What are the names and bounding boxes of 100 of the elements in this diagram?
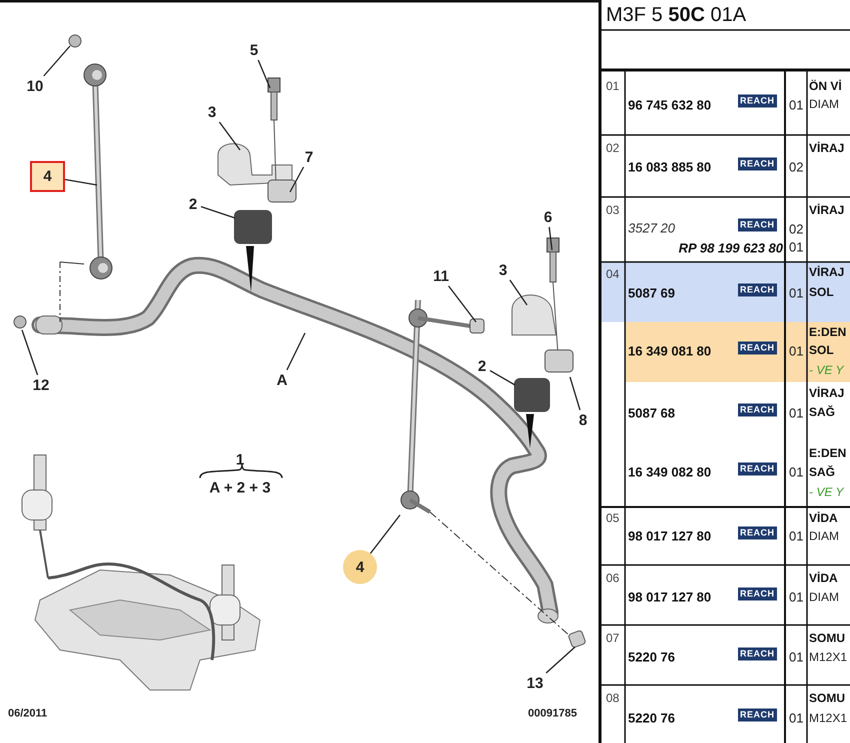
reach-badge: REACH — [738, 648, 777, 660]
description-text: VİDA — [809, 572, 838, 584]
leader-line — [370, 514, 401, 554]
highlighted-callout: 4 — [343, 550, 377, 584]
reach-badge: REACH — [738, 158, 777, 170]
quantity: 01 — [789, 466, 804, 478]
reach-badge: REACH — [738, 284, 777, 296]
callout-number: 11 — [433, 268, 449, 284]
leader-line — [509, 280, 528, 306]
reach-badge: REACH — [738, 94, 777, 108]
description-text: SOMU — [809, 692, 845, 704]
reach-badge: REACH — [738, 218, 777, 232]
leader-line — [218, 122, 241, 150]
description-text: VİRAJ — [809, 387, 844, 399]
part-number: 5087 69 — [628, 286, 675, 300]
part-number: 3527 20 — [628, 222, 675, 234]
quantity: 01 — [789, 344, 804, 358]
quantity: 01 — [789, 530, 804, 542]
row-number: 02 — [606, 142, 620, 154]
part-number: 16 349 082 80 — [628, 466, 712, 478]
quantity: 01 — [789, 650, 804, 664]
callout-number: 10 — [26, 78, 44, 94]
callout-number: 5 — [250, 42, 258, 58]
description-text: M12X1 — [809, 712, 848, 724]
leader-line — [258, 60, 271, 88]
part-number: 16 349 081 80 — [628, 344, 712, 358]
part-number: 16 083 885 80 — [628, 160, 712, 174]
quantity: 01 — [789, 406, 804, 420]
row-number: 07 — [606, 632, 620, 644]
reach-badge: REACH — [738, 526, 777, 540]
quantity: 01 — [789, 590, 804, 604]
callout-number: 12 — [32, 378, 50, 392]
description-text: SAĞ — [809, 466, 836, 478]
quantity: 02 — [789, 222, 804, 236]
part-number: 98 017 127 80 — [628, 530, 712, 542]
footer-code: 00091785 — [528, 708, 577, 720]
description-text: DIAM — [809, 530, 839, 542]
description-text: E:DEN — [809, 326, 846, 338]
part-number: 5220 76 — [628, 650, 675, 664]
part-number: 96 745 632 80 — [628, 98, 712, 112]
reach-badge: REACH — [738, 588, 777, 600]
callout-number: 7 — [304, 150, 314, 164]
part-number: RP 98 199 623 80 — [678, 242, 783, 254]
description-text: VİRAJ — [809, 142, 844, 154]
description-text: DIAM — [809, 591, 839, 603]
leader-line — [64, 178, 98, 186]
description-text: VİDA — [809, 512, 838, 524]
leader-line — [21, 330, 38, 376]
part-number: 5220 76 — [628, 712, 675, 724]
quantity: 01 — [789, 712, 804, 724]
callout-number: 2 — [478, 358, 486, 374]
reference-code: M3F 5 50C 01A — [606, 5, 746, 25]
leader-line — [490, 370, 516, 386]
row-number: 08 — [606, 692, 620, 704]
leader-line — [200, 206, 236, 219]
row-number: 03 — [606, 204, 620, 216]
callout-number: 6 — [544, 210, 552, 224]
quantity: 01 — [789, 286, 804, 300]
quantity: 02 — [789, 160, 804, 174]
description-text: DIAM — [809, 98, 839, 110]
assembly-label: A + 2 + 3 — [209, 480, 271, 496]
description-text: SOL — [809, 286, 834, 298]
leader-line — [546, 646, 576, 674]
leader-line — [548, 226, 553, 250]
footer-code: 06/2011 — [8, 708, 48, 720]
description-text: M12X1 — [809, 651, 848, 663]
row-number: 06 — [606, 572, 620, 584]
assembly-label: 1 — [236, 452, 244, 468]
highlighted-callout: 4 — [30, 161, 65, 192]
description-text: - VE Y — [809, 364, 844, 376]
description-text: ÖN Vİ — [809, 80, 842, 92]
quantity: 01 — [789, 98, 804, 112]
row-number: 01 — [606, 80, 620, 92]
leader-line — [448, 286, 477, 322]
row-number: 05 — [606, 512, 620, 524]
quantity: 01 — [789, 240, 804, 254]
leader-line — [43, 46, 70, 76]
description-text: E:DEN — [809, 447, 846, 459]
part-number: 5087 68 — [628, 406, 675, 420]
leader-line — [569, 376, 581, 410]
reach-badge: REACH — [738, 708, 777, 722]
callout-number: 8 — [578, 412, 588, 428]
description-text: - VE Y — [809, 486, 844, 498]
description-text: SAĞ — [809, 406, 836, 418]
row-number: 04 — [606, 268, 620, 280]
reach-badge: REACH — [738, 462, 777, 476]
description-text: VİRAJ — [809, 204, 844, 216]
callout-number: 3 — [208, 104, 216, 120]
part-number: 98 017 127 80 — [628, 590, 712, 604]
leader-line — [286, 332, 306, 370]
callout-number: A — [276, 372, 288, 388]
callout-number: 13 — [526, 676, 544, 690]
leader-line — [289, 166, 304, 192]
callout-number: 3 — [498, 262, 508, 278]
description-text: VİRAJ — [809, 266, 844, 278]
callout-number: 2 — [188, 196, 198, 212]
description-text: SOL — [809, 344, 834, 356]
description-text: SOMU — [809, 632, 845, 644]
reach-badge: REACH — [738, 342, 777, 354]
reach-badge: REACH — [738, 404, 777, 416]
